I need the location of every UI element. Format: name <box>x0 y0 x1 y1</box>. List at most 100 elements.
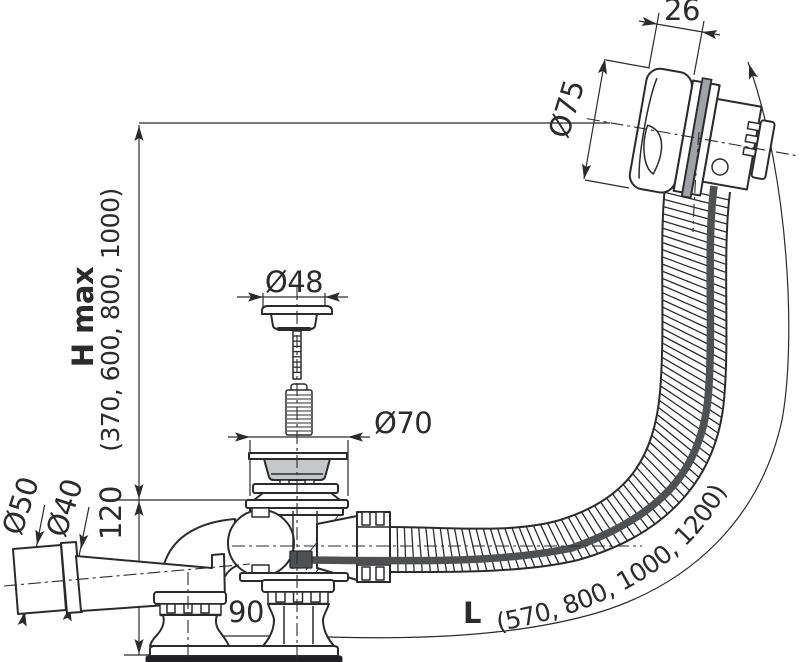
hose-rib <box>660 385 721 426</box>
dimension-arrowhead <box>134 501 144 516</box>
dimension-arrowhead <box>325 292 340 302</box>
hose-rib <box>662 335 727 370</box>
hose-rib <box>659 392 719 434</box>
cable-end-fitting <box>289 550 313 569</box>
left-bell <box>149 614 230 647</box>
hose-rib <box>655 420 708 464</box>
cable <box>309 185 718 565</box>
siphon-body <box>12 507 391 662</box>
hose-rib <box>653 427 704 471</box>
hose-outer-edge <box>389 191 731 574</box>
knob-grip-crescent <box>643 124 663 175</box>
hose-rib <box>587 508 614 549</box>
hose-rib <box>593 505 621 545</box>
drain-column-bell <box>262 603 335 647</box>
hose-fill <box>390 178 730 573</box>
hose-nut-notch <box>361 511 371 526</box>
label-120: 120 <box>94 486 128 540</box>
upper-flange-plate <box>252 483 339 494</box>
hose-rib <box>403 527 407 573</box>
dimension-arrowhead <box>597 59 607 75</box>
control-knob <box>586 67 800 199</box>
dimension-arrowhead <box>248 292 263 302</box>
hose-rib <box>662 320 727 354</box>
dimension-arrowhead <box>702 30 718 40</box>
hose-rib <box>663 198 728 217</box>
hose-rib <box>646 448 691 492</box>
hose-rib <box>461 528 472 572</box>
hose-rib <box>663 205 728 225</box>
left-nut-slot <box>166 603 176 614</box>
label-dia75: Ø75 <box>542 76 592 142</box>
cable-clip <box>711 158 729 176</box>
corrugated-hose <box>389 177 731 574</box>
hose-rib <box>640 461 680 504</box>
hose-rib <box>567 516 591 557</box>
hose-rib <box>453 528 464 572</box>
outlet-sleeve <box>12 544 67 615</box>
hose-rib <box>660 378 722 418</box>
label-26: 26 <box>664 0 700 27</box>
label-dia40: Ø40 <box>39 475 89 541</box>
hose-rib <box>662 284 727 314</box>
plug-seal <box>277 327 311 331</box>
hose-rib <box>661 249 727 274</box>
hose-rib <box>539 524 560 565</box>
hose-rib <box>661 270 727 298</box>
hose-rib <box>489 528 504 571</box>
hose-rib <box>662 241 727 266</box>
threaded-bushing <box>285 389 313 436</box>
hose-rib <box>606 497 636 538</box>
flange-dia-dim <box>228 436 370 496</box>
hose-rib <box>439 527 448 572</box>
dimension-arrowhead <box>748 64 758 80</box>
hose-rib <box>497 528 512 570</box>
label-hmax-values: (370, 600, 800, 1000) <box>96 188 125 451</box>
hose-rib <box>446 528 456 572</box>
hose-socket-cone <box>316 515 358 581</box>
hose-rib <box>504 527 520 570</box>
hose-rib <box>662 213 728 233</box>
hose-inner-edge <box>389 177 667 530</box>
hose-rib <box>627 478 662 520</box>
drain-column-lines <box>283 606 314 644</box>
hose-rib <box>574 514 599 554</box>
hose-rib <box>661 356 725 394</box>
hose-corrugation-ribs <box>396 184 730 573</box>
hose-rib <box>662 292 727 322</box>
hose-rib <box>396 527 399 573</box>
hose-rib <box>410 527 415 573</box>
hose-rib <box>643 454 686 498</box>
hose-rib <box>661 342 726 378</box>
hose-rib <box>525 526 544 567</box>
hose-rib <box>661 363 725 403</box>
dimension-arrowhead <box>235 432 250 442</box>
label-L: L <box>463 596 481 630</box>
hose-rib <box>482 528 496 571</box>
bowden-cable <box>289 185 718 569</box>
dimension-arrowhead <box>79 533 89 549</box>
hose-nut-notch <box>375 566 385 581</box>
hose-rib <box>661 263 727 290</box>
dimension-arrowhead <box>35 529 45 545</box>
dimension-arrowhead <box>134 126 144 141</box>
hose-rib <box>418 527 423 573</box>
hose-rib <box>432 527 440 573</box>
hose-length-dim-curve <box>296 61 790 639</box>
dimension-arrowhead <box>348 432 363 442</box>
hose-rib <box>546 522 568 563</box>
base-gasket <box>145 655 343 662</box>
hose-rib <box>532 525 552 566</box>
drain-nut-slot <box>310 591 321 603</box>
hose-rib <box>662 227 727 249</box>
hose-top-centerline <box>692 131 700 233</box>
hose-rib <box>468 528 480 572</box>
drain-nut-plate <box>261 579 335 593</box>
outlet-pipe-centerline <box>3 563 251 587</box>
hose-rib <box>662 220 727 241</box>
hose-rib <box>425 527 431 573</box>
hose-rib <box>657 406 714 449</box>
hose-rib <box>658 399 717 442</box>
